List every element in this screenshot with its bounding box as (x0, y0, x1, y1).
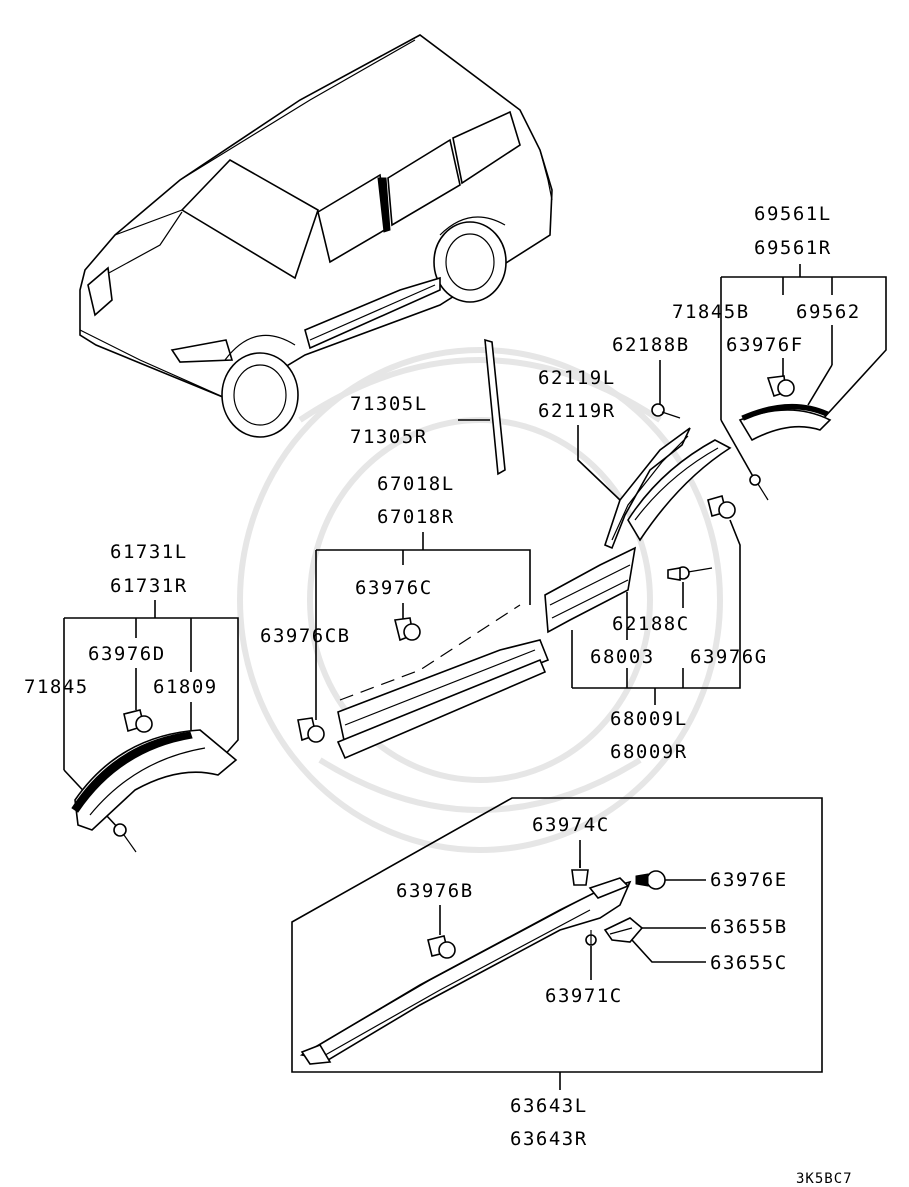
label-69561R: 69561R (754, 237, 832, 259)
label-68009L: 68009L (610, 708, 688, 730)
label-63643L: 63643L (510, 1095, 588, 1117)
label-63974C: 63974C (532, 814, 610, 836)
label-62188B: 62188B (612, 334, 690, 356)
clip-63976D (123, 709, 153, 733)
label-71305R: 71305R (350, 426, 428, 448)
label-68009R: 68009R (610, 741, 688, 763)
label-61731R: 61731R (110, 575, 188, 597)
label-63976E: 63976E (710, 869, 788, 891)
vehicle-illustration (79, 34, 553, 438)
label-67018R: 67018R (377, 506, 455, 528)
label-61731L: 61731L (110, 541, 188, 563)
clip-63976B (427, 935, 456, 959)
label-69562: 69562 (796, 301, 861, 323)
rear-side-molding-68003 (544, 546, 637, 634)
cap-63655 (603, 917, 644, 943)
label-62188C: 62188C (612, 613, 690, 635)
screw-63971C (585, 930, 597, 946)
side-step-63643 (299, 877, 632, 1065)
label-62119R: 62119R (538, 400, 616, 422)
rear-wheel-arch-molding (627, 439, 732, 542)
label-63976F: 63976F (726, 334, 804, 356)
front-fender-flare-61731 (71, 729, 238, 831)
clip-63974C (571, 860, 589, 886)
label-63655C: 63655C (710, 952, 788, 974)
clip-63976G (707, 495, 736, 519)
screw-62188B (651, 403, 681, 419)
label-71305L: 71305L (350, 393, 428, 415)
label-69561L: 69561L (754, 203, 832, 225)
screw-71845 (113, 823, 137, 853)
label-63976D: 63976D (88, 643, 166, 665)
label-67018L: 67018L (377, 473, 455, 495)
label-63655B: 63655B (710, 916, 788, 938)
label-68003: 68003 (590, 646, 655, 668)
label-63976CB: 63976CB (260, 625, 351, 647)
label-63976C: 63976C (355, 577, 433, 599)
pillar-molding-71305 (458, 338, 506, 476)
clip-63976C (394, 617, 421, 642)
label-71845: 71845 (24, 676, 89, 698)
label-62119L: 62119L (538, 367, 616, 389)
door-molding-67018 (336, 604, 550, 760)
rear-panel-molding-62119 (604, 427, 691, 550)
diagram-code: 3K5BC7 (796, 1171, 853, 1187)
side-step-group-box (291, 797, 823, 1073)
label-63971C: 63971C (545, 985, 623, 1007)
label-71845B: 71845B (672, 301, 750, 323)
label-63643R: 63643R (510, 1128, 588, 1150)
clip-63976CB (297, 717, 325, 743)
screw-71845B (749, 474, 769, 501)
rear-fender-flare-69561 (738, 403, 832, 442)
screw-62188C (667, 566, 713, 581)
clip-63976E (635, 870, 666, 890)
clip-63976F (766, 375, 795, 398)
watermark-emblem (237, 347, 723, 853)
label-63976G: 63976G (690, 646, 768, 668)
label-63976B: 63976B (396, 880, 474, 902)
label-61809: 61809 (153, 676, 218, 698)
